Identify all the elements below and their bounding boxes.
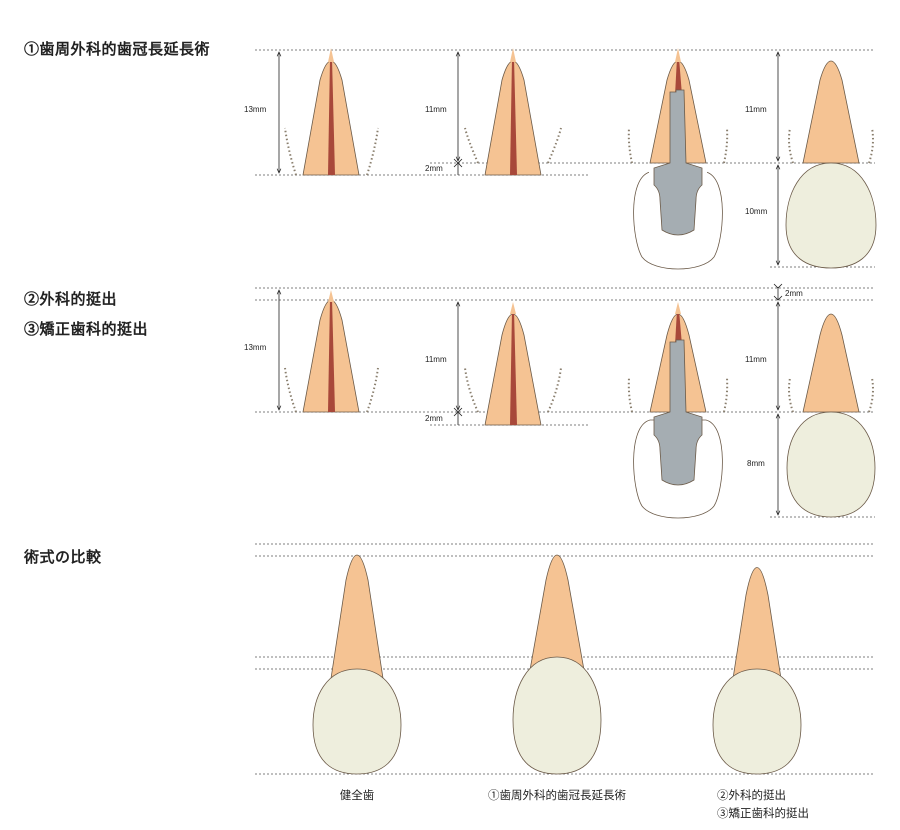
- r2-label-11mm: 11mm: [425, 355, 447, 364]
- comparison-tooth-extrusion: [712, 567, 802, 775]
- r2-label-8mm: 8mm: [747, 459, 765, 468]
- row2-tooth-4-final: [786, 313, 876, 518]
- row1-tooth-1: [284, 48, 379, 176]
- section-title-orthodontic-extrusion: ③矯正歯科的挺出: [24, 320, 149, 338]
- row1-tooth-4-final: [785, 60, 877, 269]
- caption-crown-lengthening: ①歯周外科的歯冠長延長術: [488, 788, 626, 802]
- r1-label-2mm: 2mm: [425, 164, 443, 173]
- row1-tooth-3-post-crown: [627, 48, 729, 270]
- row2-tooth-3-post-crown: [627, 302, 729, 519]
- r2-label-11mm-b: 11mm: [745, 355, 767, 364]
- row2-tooth-2-extruded: [464, 302, 562, 426]
- row1-tooth-2: [464, 48, 562, 176]
- comparison-tooth-crown-lengthening: [512, 554, 602, 775]
- comparison-tooth-healthy: [312, 554, 402, 775]
- r2-label-2mm: 2mm: [425, 414, 443, 423]
- caption-orthodontic-extrusion: ③矯正歯科的挺出: [717, 806, 809, 820]
- section-title-surgical-extrusion: ②外科的挺出: [24, 290, 118, 308]
- r2-label-13mm: 13mm: [244, 343, 267, 352]
- r2-label-2mm-b: 2mm: [785, 289, 803, 298]
- section-title-crown-lengthening: ①歯周外科的歯冠長延長術: [24, 40, 211, 58]
- r1-label-11mm-b: 11mm: [745, 105, 767, 114]
- caption-healthy-tooth: 健全歯: [339, 788, 375, 802]
- r1-label-10mm: 10mm: [745, 207, 768, 216]
- row2-tooth-1: [284, 290, 379, 413]
- caption-surgical-extrusion: ②外科的挺出: [717, 788, 786, 802]
- r1-label-11mm: 11mm: [425, 105, 447, 114]
- r1-label-13mm: 13mm: [244, 105, 267, 114]
- section-title-comparison: 術式の比較: [24, 548, 102, 566]
